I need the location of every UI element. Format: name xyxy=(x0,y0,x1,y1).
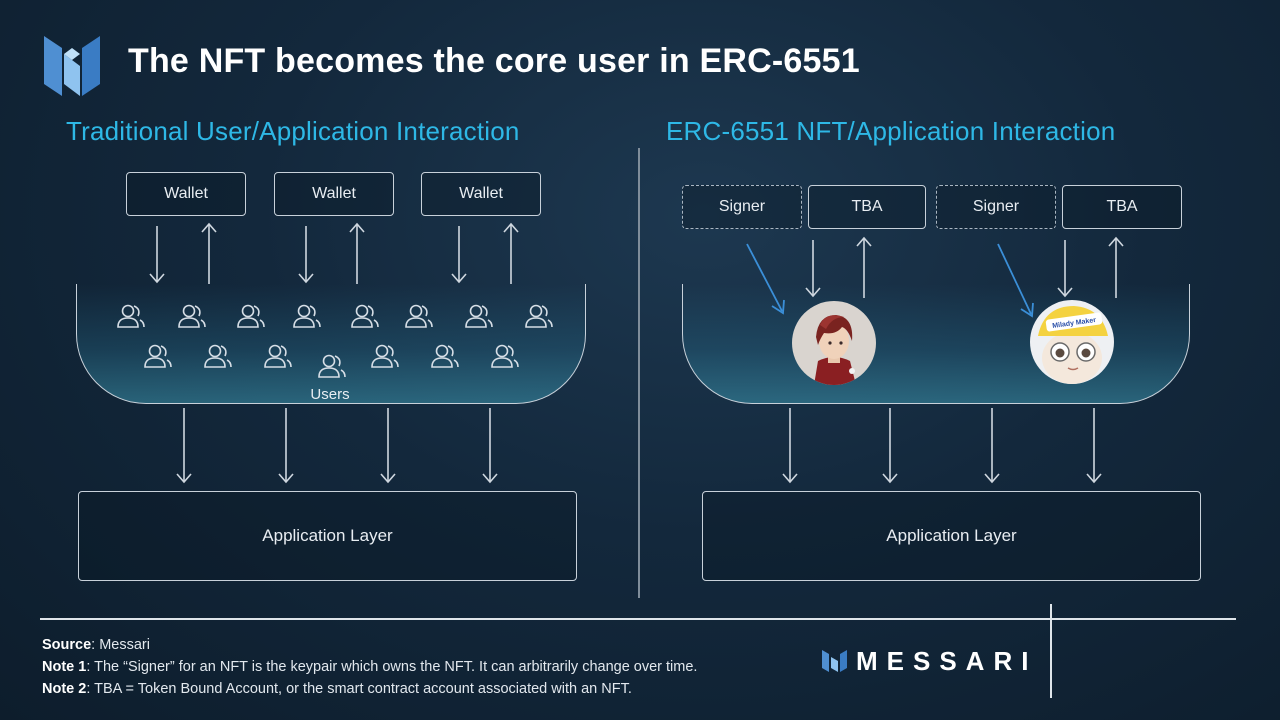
arrow-down-icon xyxy=(149,225,165,283)
arrow-down-icon xyxy=(278,407,294,483)
source-value: : Messari xyxy=(91,637,150,653)
arrow-up-icon xyxy=(503,223,519,285)
messari-brand-icon xyxy=(822,650,847,672)
user-icon xyxy=(351,304,379,328)
footer-vertical-divider xyxy=(1050,604,1052,698)
signer-arrow-icon xyxy=(746,243,785,315)
application-layer-right: Application Layer xyxy=(702,491,1201,581)
user-icon xyxy=(144,344,172,368)
wallet-box: Wallet xyxy=(126,172,246,216)
user-icon xyxy=(178,304,206,328)
arrow-up-icon xyxy=(1108,237,1124,299)
user-icon xyxy=(525,304,553,328)
user-icon xyxy=(371,344,399,368)
footer-note-1: Note 1: The “Signer” for an NFT is the k… xyxy=(42,659,697,675)
arrow-up-icon xyxy=(856,237,872,299)
application-layer-left: Application Layer xyxy=(78,491,577,581)
user-icon xyxy=(405,304,433,328)
arrow-down-icon xyxy=(482,407,498,483)
footer-source: Source: Messari xyxy=(42,637,150,653)
note1-value: : The “Signer” for an NFT is the keypair… xyxy=(86,659,698,675)
tba-box: TBA xyxy=(808,185,926,229)
arrow-up-icon xyxy=(201,223,217,285)
arrow-down-icon xyxy=(782,407,798,483)
user-icon xyxy=(117,304,145,328)
wallet-box: Wallet xyxy=(421,172,541,216)
nft-avatar-milady: Milady Maker xyxy=(1030,300,1114,384)
signer-box: Signer xyxy=(936,185,1056,229)
messari-logo-icon xyxy=(44,36,100,96)
footer-note-2: Note 2: TBA = Token Bound Account, or th… xyxy=(42,681,632,697)
arrow-down-icon xyxy=(380,407,396,483)
messari-brand-name: MESSARI xyxy=(856,646,1038,676)
source-label: Source xyxy=(42,637,92,653)
signer-arrow-icon xyxy=(997,243,1034,318)
arrow-down-icon xyxy=(882,407,898,483)
arrow-down-icon xyxy=(984,407,1000,483)
footer-divider xyxy=(40,618,1236,620)
note2-value: : TBA = Token Bound Account, or the smar… xyxy=(86,681,632,697)
page-title: The NFT becomes the core user in ERC-655… xyxy=(128,42,860,80)
note2-label: Note 2 xyxy=(42,681,87,697)
user-icon xyxy=(465,304,493,328)
arrow-down-icon xyxy=(805,239,821,297)
wallet-box: Wallet xyxy=(274,172,394,216)
user-icon xyxy=(204,344,232,368)
users-label: Users xyxy=(310,386,350,403)
arrow-down-icon xyxy=(1086,407,1102,483)
nft-avatar-anime xyxy=(792,301,876,385)
arrow-down-icon xyxy=(1057,239,1073,297)
user-icon xyxy=(491,344,519,368)
signer-box: Signer xyxy=(682,185,802,229)
note1-label: Note 1 xyxy=(42,659,87,675)
users-container xyxy=(76,284,586,404)
user-icon xyxy=(264,344,292,368)
arrow-up-icon xyxy=(349,223,365,285)
user-icon xyxy=(431,344,459,368)
arrow-down-icon xyxy=(451,225,467,283)
arrow-down-icon xyxy=(298,225,314,283)
user-icon xyxy=(237,304,265,328)
center-divider xyxy=(638,148,640,598)
arrow-down-icon xyxy=(176,407,192,483)
left-section-heading: Traditional User/Application Interaction xyxy=(66,116,520,146)
right-section-heading: ERC-6551 NFT/Application Interaction xyxy=(666,116,1116,146)
user-icon xyxy=(293,304,321,328)
tba-box: TBA xyxy=(1062,185,1182,229)
user-icon xyxy=(318,354,346,378)
